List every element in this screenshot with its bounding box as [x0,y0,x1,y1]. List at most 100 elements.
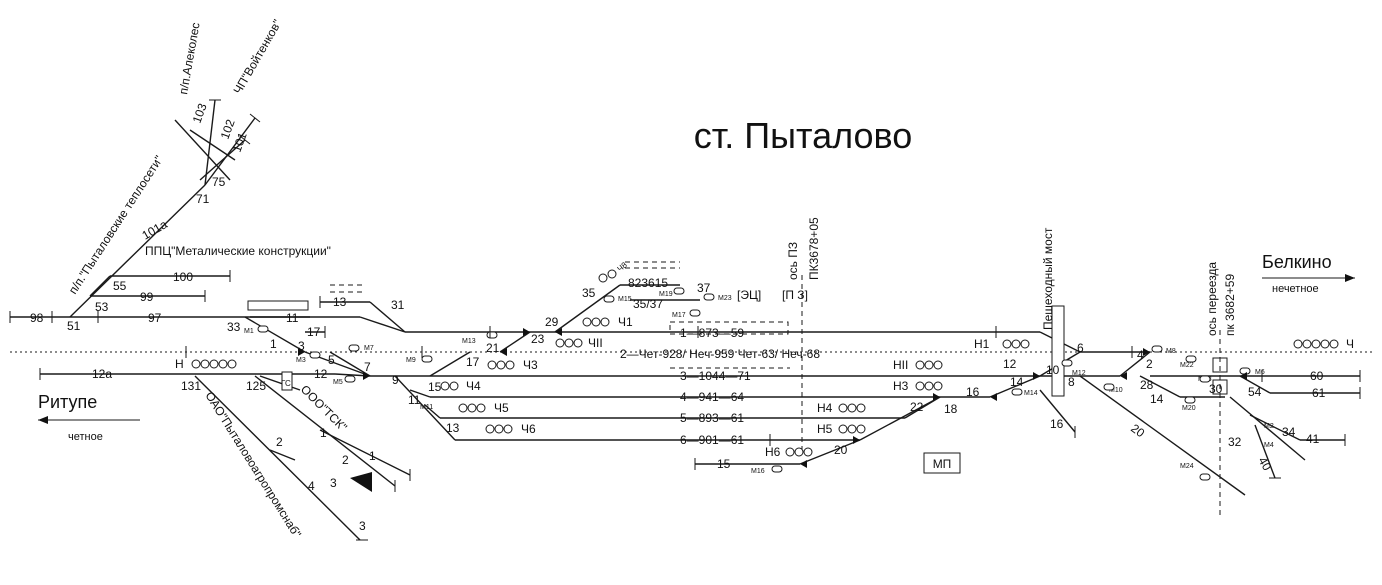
track-12a-label: 12а [92,367,112,381]
svg-text:37: 37 [697,281,711,295]
svg-text:3: 3 [298,339,305,353]
svg-text:21: 21 [486,341,500,355]
svg-text:М17: М17 [672,312,686,319]
svg-text:823615: 823615 [628,276,668,290]
west-direction: четное [68,431,103,443]
svg-text:51: 51 [67,319,81,333]
east-station-name: Белкино [1262,252,1332,272]
svg-text:98: 98 [30,311,44,325]
svg-text:11: 11 [408,393,421,407]
footbridge-label: Пешеходный мост [1041,227,1055,330]
svg-text:54: 54 [1248,385,1262,399]
svg-text:102: 102 [218,117,238,141]
track-2-label: 2—Чет-928/ Неч-959 Чет-63/ Неч-68 [620,347,820,361]
axis-crossing-pk: пк 3682+59 [1223,274,1237,336]
svg-text:Ч6: Ч6 [521,422,536,436]
svg-text:М11: М11 [420,404,433,411]
svg-text:Н: Н [175,357,184,371]
svg-text:2: 2 [1146,357,1153,371]
signal-Ch-east: Ч [1293,337,1354,351]
svg-text:41: 41 [1306,432,1320,446]
svg-text:55: 55 [113,279,127,293]
svg-text:М24: М24 [1180,463,1194,470]
svg-text:8: 8 [1068,375,1075,389]
signal-N4: Н4 [817,401,866,415]
svg-text:ЧII: ЧII [588,336,603,350]
signal-ChI: Ч1 [582,315,633,329]
insulating-joints [51,311,1263,446]
svg-text:Ч: Ч [1346,337,1354,351]
svg-text:101: 101 [230,130,250,154]
svg-text:2: 2 [342,453,349,467]
track-5-label: 5—893—61 [680,411,744,425]
switch-points [298,328,1247,468]
station-title: ст. Пыталово [694,115,913,156]
signal-Ch8: Ч8 [598,260,629,283]
svg-text:14: 14 [1010,375,1024,389]
svg-text:14: 14 [1150,392,1164,406]
svg-text:1: 1 [369,449,376,463]
pz-building: [П З] [782,288,808,302]
signal-N5: Н5 [817,422,866,436]
svg-text:20: 20 [1128,421,1147,440]
track-6-label: 6—901—61 [680,433,744,447]
svg-text:М15: М15 [618,296,632,303]
svg-text:М4: М4 [1264,442,1274,449]
siding-ppc: ППЦ"Металические конструкции" [145,244,331,258]
svg-text:М14: М14 [1024,390,1038,397]
gs-box [281,371,293,391]
svg-text:13: 13 [333,295,347,309]
signal-NII: НII [893,358,943,372]
svg-text:28: 28 [1140,378,1154,392]
svg-text:М1: М1 [244,328,254,335]
svg-text:71: 71 [196,192,210,206]
svg-text:Ч1: Ч1 [618,315,633,329]
track-1-label: 1—873—59 [680,326,744,340]
footbridge-rect [1051,305,1065,397]
svg-text:М23: М23 [718,295,732,302]
svg-text:3: 3 [330,476,337,490]
axis-pz-name: ось ПЗ [786,242,800,280]
svg-text:131: 131 [181,379,201,393]
axis-crossing-name: ось переезда [1205,262,1219,336]
svg-text:20: 20 [834,443,848,457]
signal-N6: Н6 [765,445,813,459]
signal-Ch6: Ч6 [485,422,536,436]
svg-text:99: 99 [140,290,154,304]
svg-text:М13: М13 [462,338,476,345]
svg-text:34: 34 [1282,425,1296,439]
svg-text:12: 12 [314,367,328,381]
east-direction: нечетное [1272,283,1319,295]
svg-text:12: 12 [1003,357,1017,371]
west-arrow-head [38,416,48,424]
svg-text:1: 1 [270,337,277,351]
svg-text:1: 1 [320,426,327,440]
svg-text:10: 10 [1046,363,1060,377]
svg-text:16: 16 [966,385,980,399]
svg-text:4: 4 [1137,348,1144,362]
shunting-labels: М1 М3 М5 М7 М9 М11 М13 М15 М16 М17 М19 М… [244,291,1274,475]
svg-text:103: 103 [190,101,210,125]
east-arrow-head [1345,274,1355,282]
signal-N1: Н1 [974,337,1030,351]
svg-text:М22: М22 [1180,362,1194,369]
svg-text:Н5: Н5 [817,422,833,436]
svg-text:2: 2 [276,435,283,449]
svg-text:125: 125 [246,379,266,393]
signal-Ch3: Ч3 [487,358,538,372]
svg-text:НII: НII [893,358,908,372]
svg-text:Ч3: Ч3 [523,358,538,372]
svg-text:101а: 101а [140,217,170,243]
svg-text:11: 11 [286,311,299,325]
svg-text:М6: М6 [1255,369,1265,376]
svg-text:М12: М12 [1072,370,1086,377]
mp-building [923,452,961,474]
svg-text:Н1: Н1 [974,337,990,351]
svg-text:Н6: Н6 [765,445,781,459]
axis-pz-pk: ПК3678+05 [807,217,821,280]
svg-text:М20: М20 [1182,405,1196,412]
svg-text:7: 7 [364,360,371,374]
svg-text:М9: М9 [406,357,416,364]
svg-text:35: 35 [582,286,596,300]
